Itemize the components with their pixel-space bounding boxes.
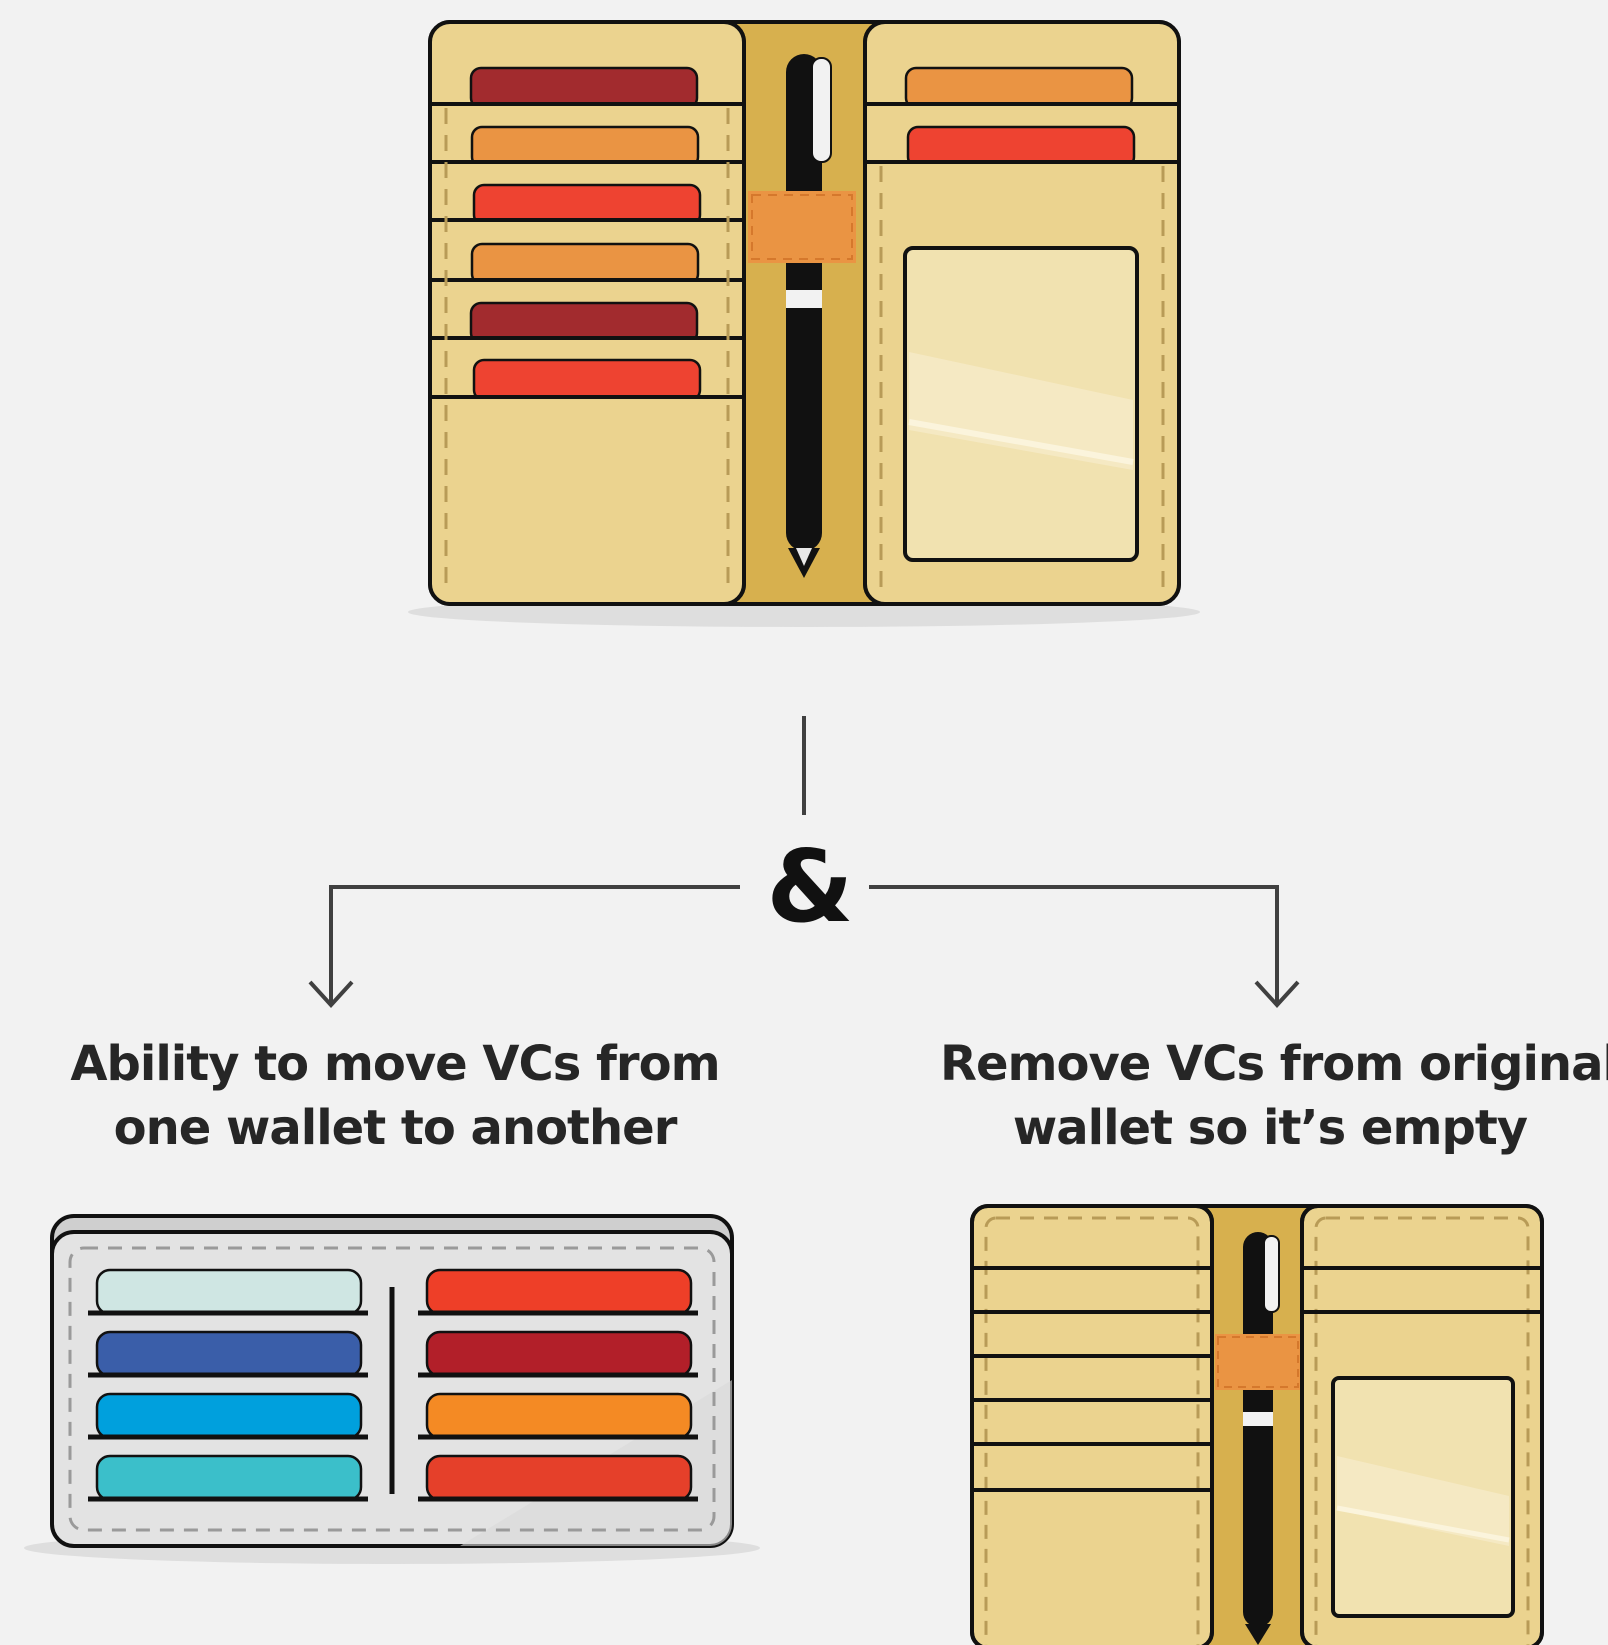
card-icon	[425, 1268, 693, 1316]
id-window-icon	[903, 246, 1139, 562]
card-icon	[472, 358, 702, 402]
right-id-panel-empty	[1300, 1204, 1544, 1645]
arrow-down-icon	[1254, 980, 1300, 1008]
card-icon	[425, 1454, 693, 1502]
card-icon	[95, 1268, 363, 1316]
id-window-icon	[1331, 1376, 1515, 1618]
card-icon	[95, 1330, 363, 1378]
full-wallet	[408, 20, 1200, 627]
left-card-panel-empty	[970, 1204, 1214, 1645]
and-connector-label: &	[766, 828, 854, 945]
caption-line: Remove VCs from original	[940, 1036, 1608, 1092]
pen-icon	[1215, 1232, 1301, 1645]
arrow-down-icon	[308, 980, 354, 1008]
card-icon	[95, 1392, 363, 1440]
right-id-panel	[863, 20, 1181, 606]
caption-line: wallet so it’s empty	[1012, 1100, 1528, 1156]
caption-remove-vcs: Remove VCs from original wallet so it’s …	[940, 1032, 1608, 1160]
new-wallet	[24, 1214, 760, 1564]
left-card-panel	[428, 20, 746, 606]
pen-loop	[748, 191, 856, 263]
caption-line: Ability to move VCs from	[70, 1036, 720, 1092]
caption-line: one wallet to another	[113, 1100, 678, 1156]
card-icon	[425, 1392, 693, 1440]
card-icon	[425, 1330, 693, 1378]
caption-move-vcs: Ability to move VCs from one wallet to a…	[40, 1032, 750, 1160]
empty-wallet	[970, 1204, 1544, 1645]
pen-icon	[748, 54, 856, 578]
connector-lines	[329, 716, 1279, 1005]
pen-loop	[1215, 1334, 1301, 1390]
card-icon	[95, 1454, 363, 1502]
